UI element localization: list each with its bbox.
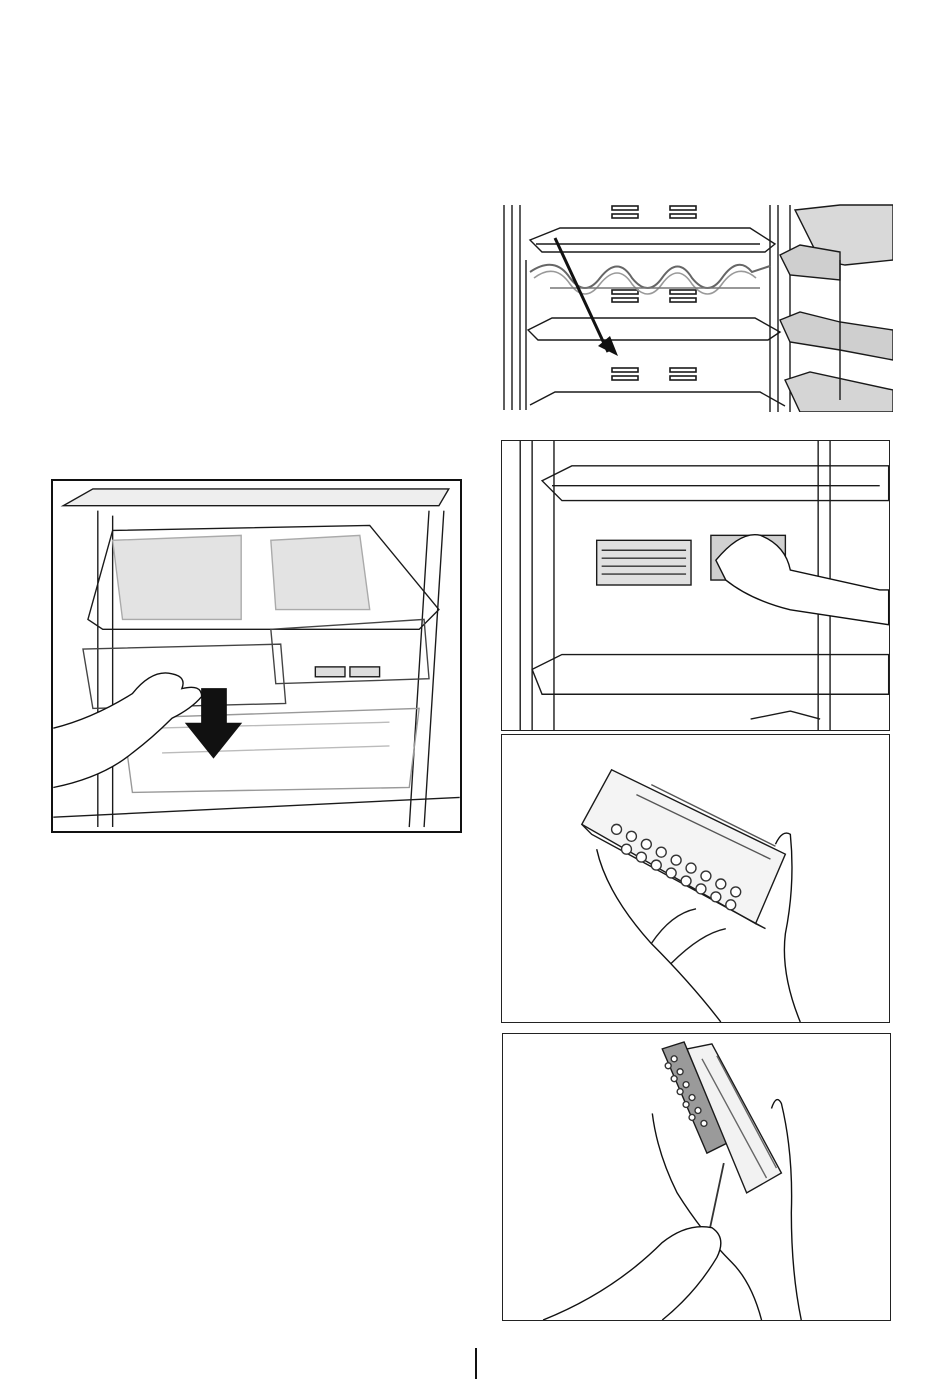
filter-removal-illustration (502, 441, 889, 730)
fig-filter-in-hand (501, 734, 890, 1023)
filter-cartridge-illustration (502, 735, 889, 1022)
filter-open-illustration (503, 1034, 890, 1320)
shelf-removal-illustration (500, 200, 893, 412)
fig-filter-opening (502, 1033, 891, 1321)
fig-filter-removal (501, 440, 890, 731)
drawer-pull-illustration (53, 481, 460, 831)
page-divider (475, 1348, 477, 1379)
fig-shelf-wine-rack (500, 200, 893, 412)
fig-crisper-drawer (51, 479, 462, 833)
